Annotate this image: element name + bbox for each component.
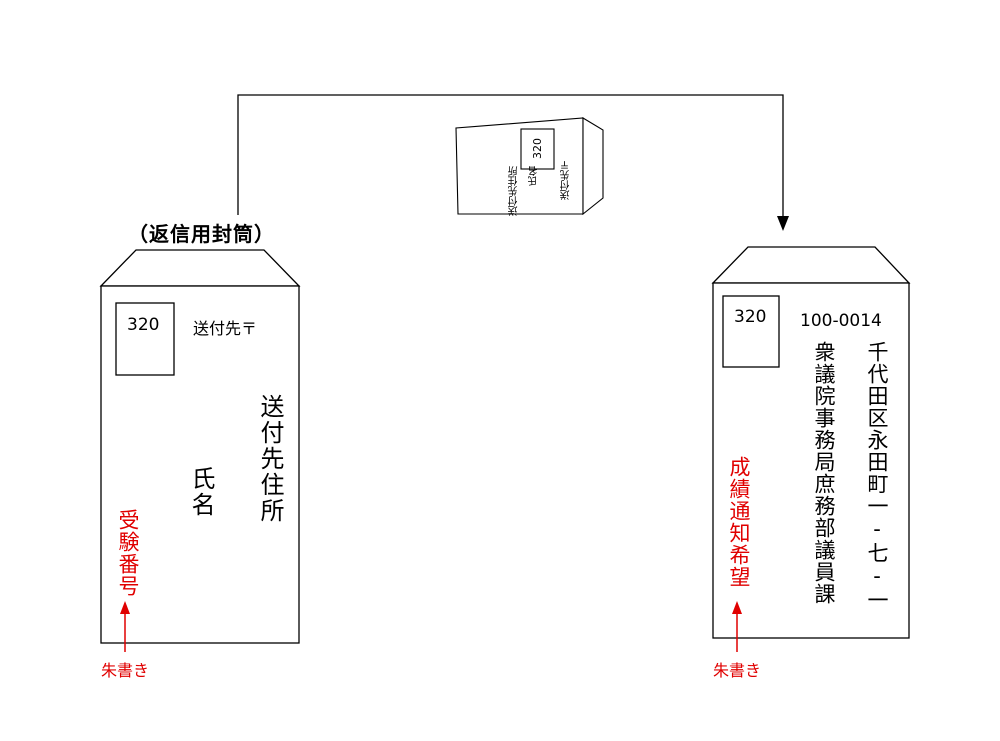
folded-envelope-name: 氏名 (529, 166, 540, 186)
outer-envelope-stamp-label: 320 (734, 307, 767, 327)
return-envelope-address: 送付先住所 (256, 394, 284, 524)
outer-envelope-shape (711, 246, 911, 639)
outer-envelope-address: 千代田区永田町一-七-一 (865, 341, 889, 611)
connector-arrowhead (777, 216, 789, 231)
outer-envelope-grade-request: 成績通知希望 (727, 456, 751, 588)
return-envelope-red-note: 朱書き (101, 661, 150, 680)
return-envelope-stamp-label: 320 (127, 315, 160, 335)
return-envelope-exam-number: 受験番号 (116, 509, 140, 597)
return-envelope-title: （返信用封筒） (128, 222, 275, 246)
folded-envelope-postal-label: 送付先〒 (561, 160, 572, 200)
red-arrow-left-head (120, 601, 130, 614)
return-envelope-name: 氏名 (187, 466, 215, 518)
connector-line (237, 94, 784, 222)
folded-envelope-shape (455, 117, 604, 216)
red-arrow-right-head (732, 601, 742, 614)
outer-envelope-recipient: 衆議院事務局庶務部議員課 (812, 341, 836, 605)
folded-envelope-stamp-label: 320 (531, 138, 544, 160)
outer-envelope-postal-code: 100-0014 (800, 311, 882, 331)
return-envelope-shape (99, 249, 301, 644)
folded-envelope-address: 送付先住所 (509, 166, 520, 216)
return-envelope-postal-label: 送付先〒 (193, 319, 258, 338)
folded-envelope-stamp: 320 (522, 131, 553, 167)
outer-envelope-red-note: 朱書き (713, 661, 762, 680)
